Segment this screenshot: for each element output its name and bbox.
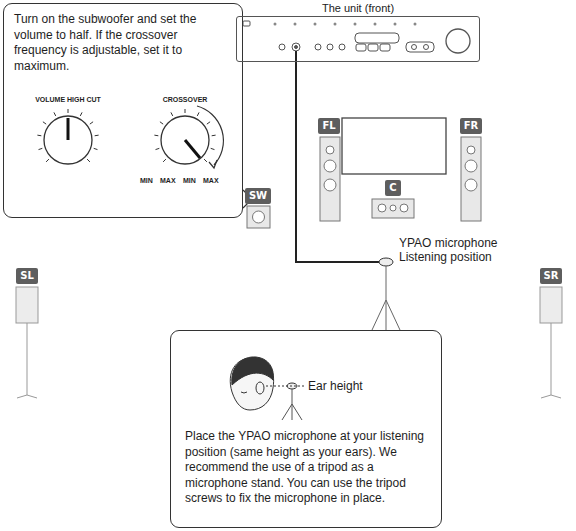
center-speaker (372, 199, 414, 218)
scale-label: MIN (140, 177, 153, 185)
subwoofer-knobs (37, 106, 223, 168)
callout-text: Place the YPAO microphone at your listen… (185, 429, 427, 507)
speaker-badge: SL (16, 268, 38, 284)
volume-knob (446, 29, 470, 53)
unit-heading: The unit (front) (237, 2, 479, 14)
speaker-badge: FL (318, 118, 339, 134)
front-left-speaker (320, 137, 340, 221)
instruction-callout: Place the YPAO microphone at your listen… (170, 330, 442, 528)
speaker-label: SW (249, 191, 267, 201)
scale-label: MIN (183, 177, 196, 185)
front-right-speaker (461, 137, 481, 221)
speaker-label: C (389, 183, 396, 193)
ear-height-leader (266, 386, 304, 387)
mic-jack (292, 43, 300, 51)
tripod (372, 266, 400, 330)
indicator-row (274, 23, 417, 26)
receiver-unit: The unit (front) (236, 16, 480, 62)
listener-head (230, 357, 273, 410)
scale-label: MAX (160, 177, 176, 185)
subwoofer (247, 206, 270, 228)
scale-label: MAX (203, 177, 219, 185)
ear-height-label: Ear height (308, 379, 363, 393)
callout-text: Turn on the subwoofer and set the volume… (14, 12, 232, 74)
speaker-label: FR (464, 121, 479, 131)
power-button (243, 21, 250, 26)
speaker-badge: SW (245, 188, 271, 204)
knob-label: VOLUME HIGH CUT (35, 96, 101, 104)
instruction-callout: Turn on the subwoofer and set the volume… (3, 3, 243, 218)
microphone-label: YPAO microphone Listening position (399, 236, 511, 265)
speaker-badge: C (385, 180, 400, 196)
tv-screen (342, 118, 446, 174)
speaker-label: FL (322, 121, 335, 131)
knob-label: CROSSOVER (163, 96, 208, 104)
front-buttons (315, 33, 434, 52)
ypao-microphone (379, 258, 393, 266)
surround-left-speaker (16, 287, 38, 398)
surround-right-speaker (540, 287, 562, 398)
speaker-badge: SR (540, 268, 563, 284)
speaker-badge: FR (460, 118, 483, 134)
speaker-label: SL (20, 271, 34, 281)
small-tripod (282, 383, 302, 420)
speaker-label: SR (544, 271, 559, 281)
